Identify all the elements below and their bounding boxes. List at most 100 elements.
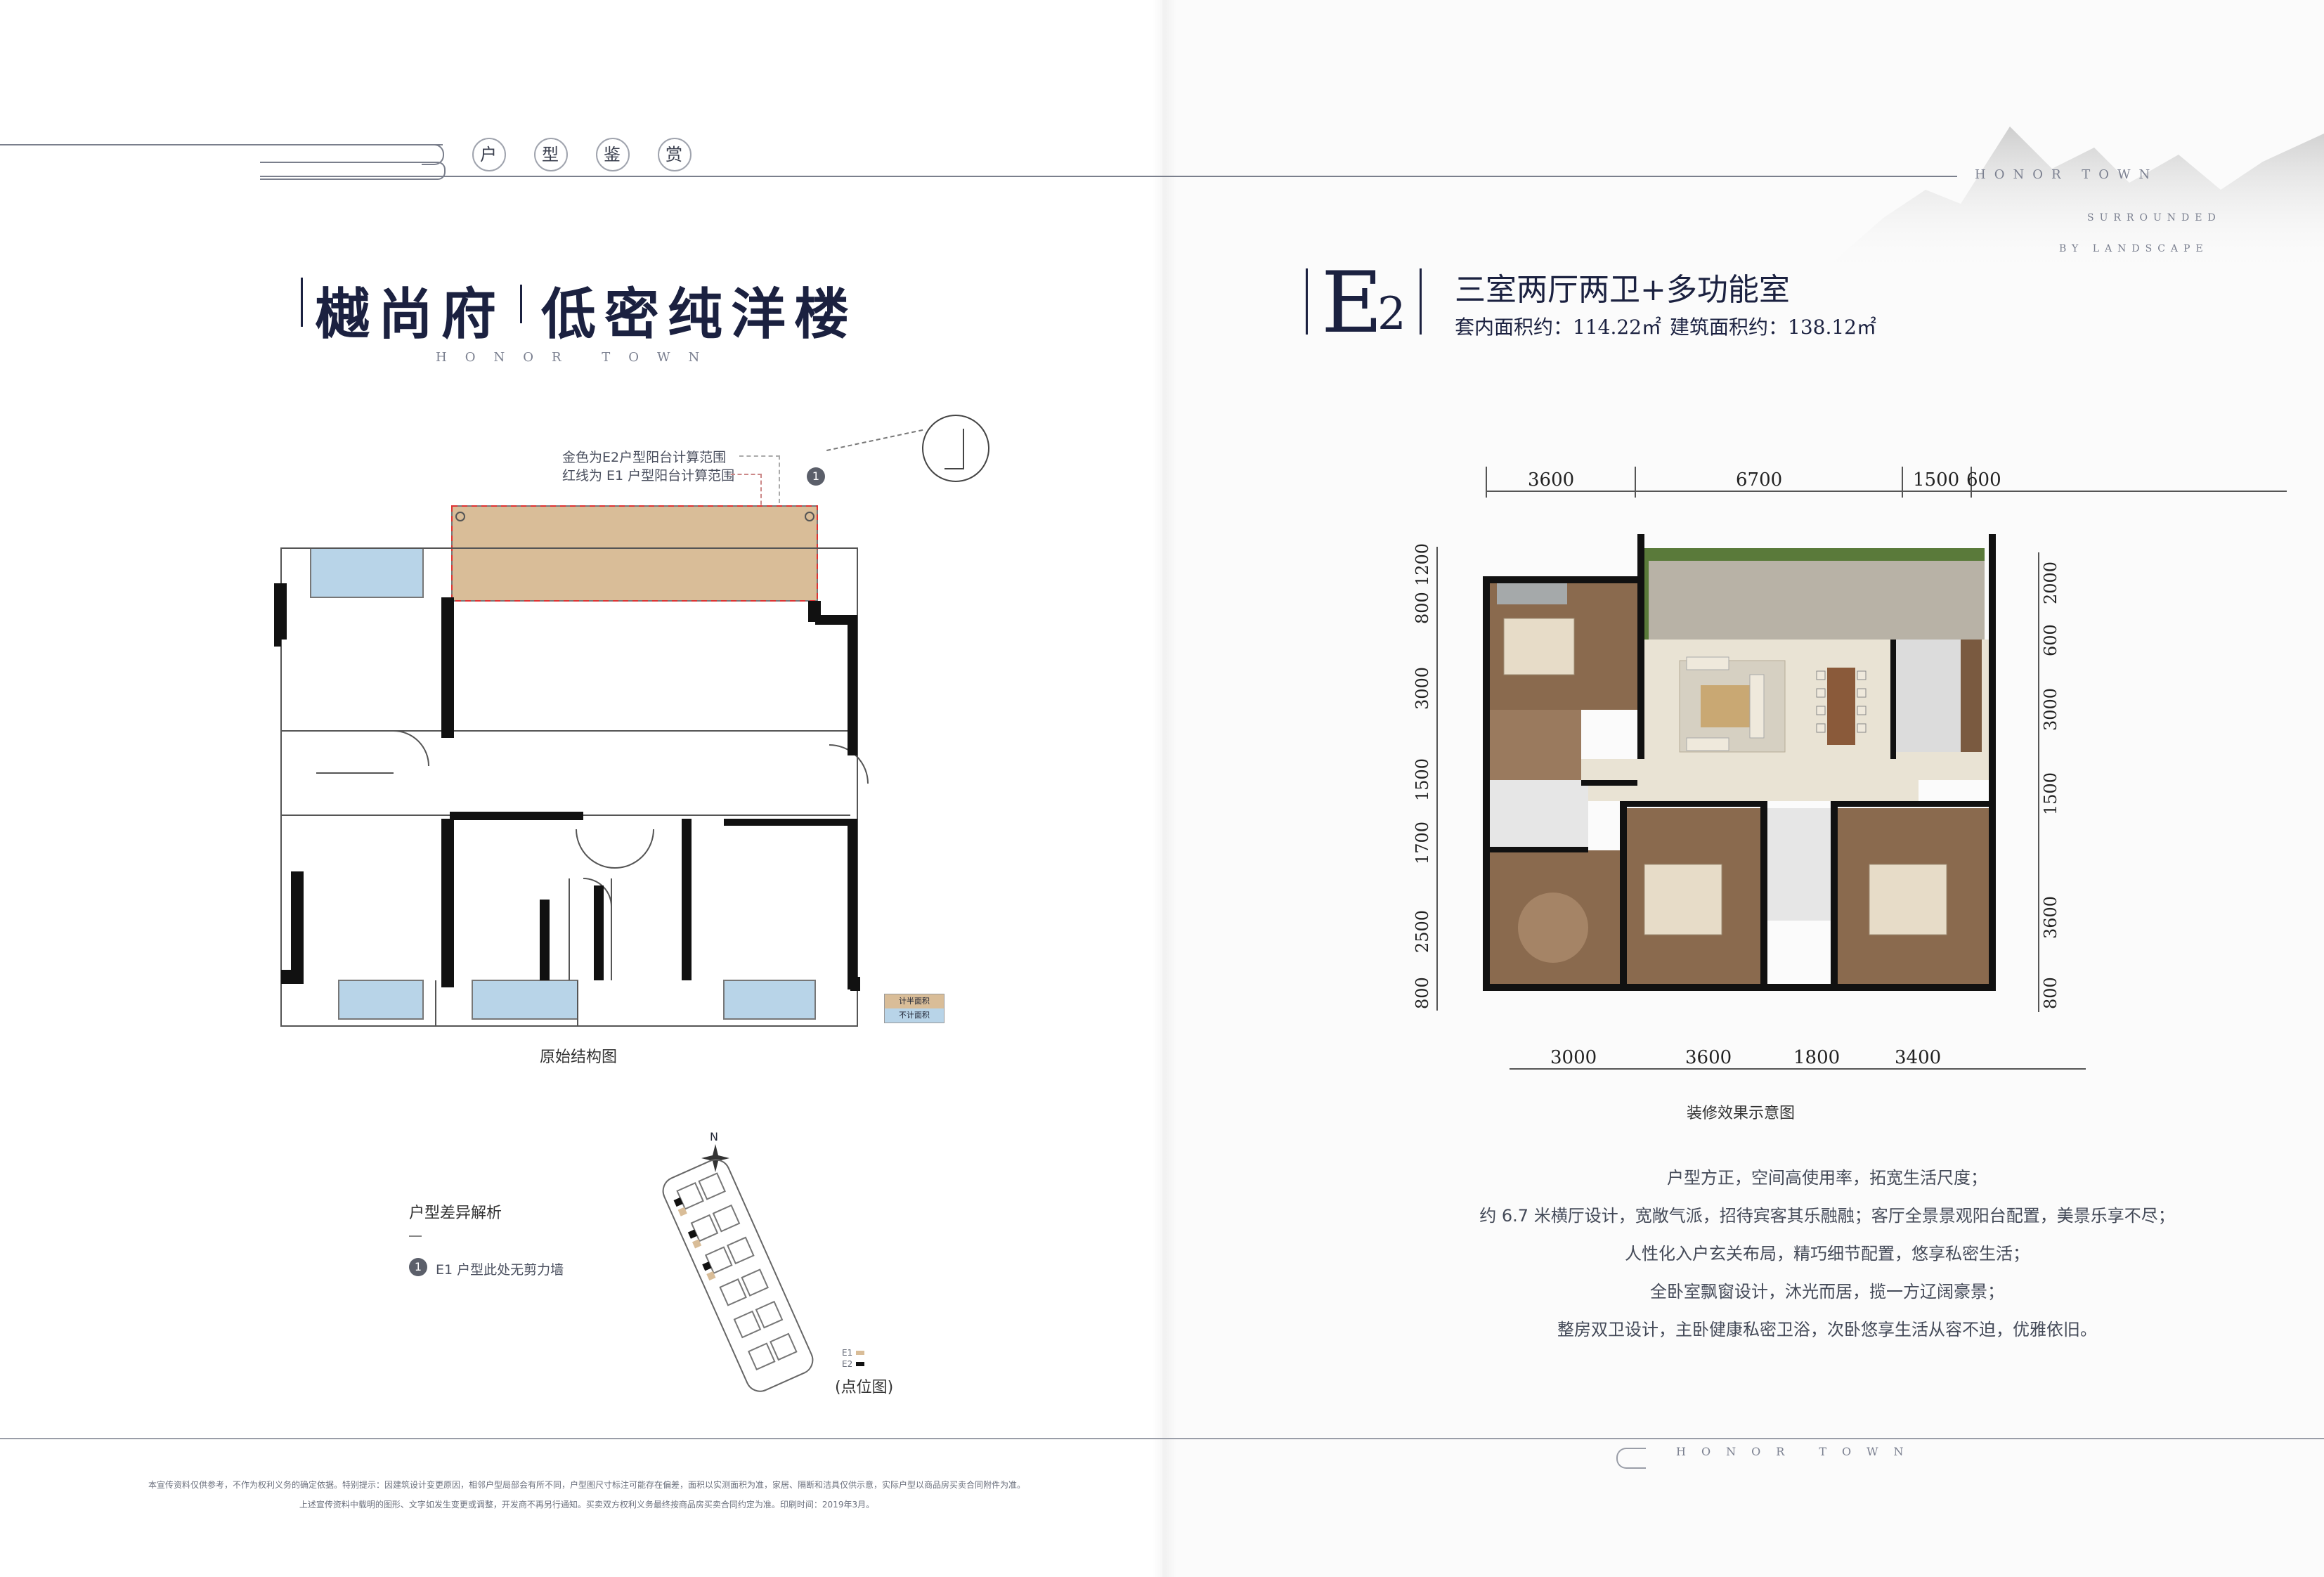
unit-bar-left	[1306, 268, 1308, 335]
project-subtitle: HONOR TOWN	[436, 350, 718, 365]
window-bottom-3	[723, 980, 816, 1020]
dim-tick	[1971, 467, 1972, 498]
building-area: 建筑面积约：138.12㎡	[1670, 316, 1876, 339]
top-rule-upper	[0, 144, 443, 145]
dim-top: 600	[1966, 469, 2001, 491]
nav-char: 赏	[658, 138, 692, 171]
diff-item-marker: 1	[409, 1258, 427, 1276]
dim-right: 3600	[2041, 895, 2060, 939]
inner-area: 套内面积约：114.22㎡	[1455, 316, 1661, 339]
title-bar-left	[301, 278, 303, 327]
window-top-left	[310, 547, 424, 598]
project-name: 樾尚府	[315, 283, 505, 346]
site-legend-e1-swatch	[856, 1351, 864, 1355]
red-legend-note: 红线为 E1 户型阳台计算范围	[562, 468, 735, 484]
dim-tick	[1902, 467, 1903, 498]
dim-top: 3600	[1528, 469, 1575, 491]
brand-rule	[1947, 176, 1957, 177]
diff-divider	[409, 1235, 422, 1237]
callout-marker: 1	[807, 467, 825, 486]
original-plan-caption: 原始结构图	[540, 1049, 618, 1066]
bathroom-middle	[1764, 808, 1834, 921]
balcony-plants	[1639, 548, 1985, 561]
balcony-area	[451, 505, 818, 602]
gold-legend-note: 金色为E2户型阳台计算范围	[562, 450, 727, 465]
gold-leader	[739, 455, 780, 457]
dim-top: 6700	[1736, 469, 1783, 491]
description-line: 全卧室飘窗设计，沐光而居，揽一方辽阔豪景；	[1650, 1282, 2004, 1302]
dim-right: 2000	[2041, 561, 2060, 604]
diff-analysis-title: 户型差异解析	[409, 1205, 502, 1222]
furnished-plan-caption: 装修效果示意图	[1687, 1105, 1796, 1122]
furnished-floor-plan	[1483, 534, 1996, 991]
dim-top: 1500	[1913, 469, 1960, 491]
dim-right: 600	[2041, 624, 2060, 656]
window-bottom-1	[338, 980, 424, 1020]
gold-leader-drop	[779, 455, 780, 554]
top-rule-capsule	[260, 162, 446, 180]
brand-line-3: BY LANDSCAPE	[2059, 243, 2209, 254]
dim-bottom: 3400	[1895, 1047, 1942, 1068]
unit-code: E	[1321, 254, 1383, 352]
area-legend: 计半面积 不计面积	[884, 994, 944, 1023]
disclaimer-line-2: 上述宣传资料中载明的图形、文字如发生变更或调整，开发商不再另行通知。买卖双方权利…	[299, 1500, 875, 1510]
dim-bottom: 3600	[1685, 1047, 1732, 1068]
dim-left: 1700	[1413, 821, 1432, 864]
dim-left: 800	[1413, 977, 1432, 1009]
project-slogan: 低密纯洋楼	[541, 283, 858, 346]
window-bottom-2	[472, 980, 578, 1020]
title-bar-mid	[520, 285, 522, 323]
site-legend-e2-swatch	[856, 1362, 864, 1366]
callout-detail-circle	[922, 415, 989, 482]
bathroom-left	[1490, 780, 1588, 850]
half-area-legend: 计半面积	[885, 994, 944, 1008]
site-legend-e1: E1	[842, 1348, 853, 1358]
brand-line-1: HONOR TOWN	[1975, 167, 2159, 182]
dim-line-bottom	[1510, 1068, 2086, 1070]
dim-line-right	[2038, 552, 2039, 1012]
dim-left: 2500	[1413, 909, 1432, 953]
dim-right: 3000	[2041, 687, 2060, 731]
mountain-decoration	[1827, 126, 2324, 281]
top-rule-hook	[422, 144, 444, 165]
dim-left: 3000	[1413, 666, 1432, 710]
dim-line-top	[1486, 491, 2287, 492]
original-structure-plan	[274, 505, 869, 1027]
balcony-tile	[1639, 548, 1985, 640]
site-plan	[662, 1159, 814, 1392]
compass-icon	[701, 1144, 729, 1172]
dim-left: 1200	[1413, 543, 1432, 586]
nav-char: 户	[472, 138, 506, 171]
dim-tick	[1635, 467, 1636, 498]
top-rule-long	[260, 176, 1947, 177]
dim-right: 800	[2041, 977, 2060, 1009]
section-nav: 户 型 鉴 赏	[472, 138, 692, 171]
dim-bottom: 3000	[1550, 1047, 1597, 1068]
site-legend-e2: E2	[842, 1359, 853, 1369]
dim-left: 800	[1413, 592, 1432, 624]
excluded-area-legend: 不计面积	[885, 1008, 944, 1023]
dim-right: 1500	[2041, 772, 2060, 815]
nav-char: 鉴	[596, 138, 630, 171]
dim-tick	[1486, 467, 1487, 498]
footer-brand: HONOR TOWN	[1676, 1445, 1919, 1458]
disclaimer-line-1: 本宣传资料仅供参考，不作为权利义务的确定依据。特别提示：因建筑设计变更原因，相邻…	[148, 1480, 1025, 1490]
dim-bottom: 1800	[1793, 1047, 1841, 1068]
dim-line-left	[1436, 547, 1438, 1011]
site-plan-caption: (点位图)	[835, 1379, 894, 1396]
description-line: 约 6.7 米横厅设计，宽敞气派，招待宾客其乐融融；客厅全景景观阳台配置，美景乐…	[1479, 1206, 2175, 1226]
diff-item-text: E1 户型此处无剪力墙	[436, 1262, 564, 1278]
bottom-rule-hook	[1616, 1448, 1646, 1469]
bottom-rule-right	[1162, 1438, 2324, 1439]
bottom-rule-left	[0, 1438, 1162, 1439]
nav-char: 型	[534, 138, 568, 171]
compass-label: N	[710, 1130, 718, 1143]
layout-title: 三室两厅两卫+多功能室	[1455, 272, 1790, 308]
page-fold	[1153, 0, 1176, 1577]
unit-code-sub: 2	[1377, 288, 1406, 340]
description-line: 整房双卫设计，主卧健康私密卫浴，次卧悠享生活从容不迫，优雅依旧。	[1557, 1320, 2097, 1339]
description-line: 户型方正，空间高使用率，拓宽生活尺度；	[1667, 1168, 1987, 1188]
unit-bar-right	[1420, 268, 1422, 335]
brand-line-2: SURROUNDED	[2087, 212, 2221, 223]
description-line: 人性化入户玄关布局，精巧细节配置，悠享私密生活；	[1625, 1244, 2030, 1264]
